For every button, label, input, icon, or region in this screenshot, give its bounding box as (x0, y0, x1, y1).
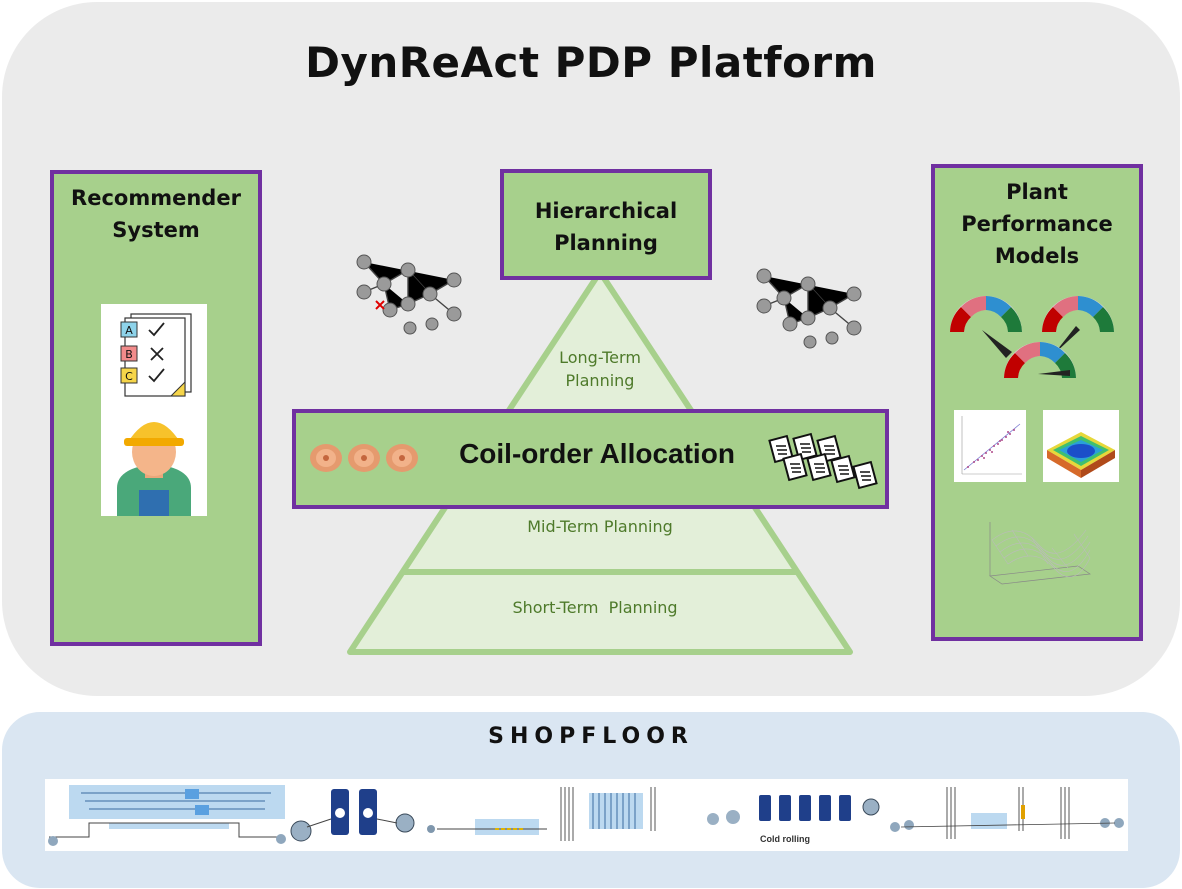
checklist-letter-c: C (125, 370, 133, 383)
checklist-letter-b: B (125, 348, 133, 361)
recommender-title-line1: Recommender (71, 186, 241, 210)
shopfloor-process-lines-strip (45, 779, 1128, 851)
process-line-diagram (759, 795, 880, 821)
3d-surface-wireframe-icon (989, 522, 1091, 585)
orders-icon (768, 432, 878, 490)
process-line-diagram (560, 787, 740, 841)
surface-plot-thumbnail (1043, 410, 1119, 482)
coil-icon (386, 444, 418, 472)
short-term-planning-label: Short-Term Planning (512, 598, 678, 617)
agent-network-left-icon (356, 254, 462, 335)
process-line-diagram (48, 785, 286, 846)
coil-order-allocation-label: Coil-order Allocation (459, 438, 735, 469)
platform-title: DynReAct PDP Platform (305, 38, 877, 87)
performance-title-line1: Plant (1006, 180, 1068, 204)
gauges-illustration (950, 296, 1114, 378)
hierarchical-title-line1: Hierarchical (534, 199, 678, 223)
agent-network-right-icon (756, 268, 862, 349)
gauge-icon (1042, 296, 1114, 354)
checklist-icon: A B C (120, 313, 192, 397)
scatter-plot-thumbnail (954, 410, 1026, 482)
performance-title-line2: Performance (961, 212, 1113, 236)
performance-title-line3: Models (994, 244, 1080, 268)
coil-icon (310, 444, 342, 472)
worker-icon (117, 422, 191, 516)
gauge-icon (1004, 342, 1076, 378)
process-line-diagram (290, 789, 415, 842)
recommender-title-line2: System (112, 218, 200, 242)
long-term-planning-label: Long-Term Planning (559, 348, 641, 390)
mid-term-planning-label: Mid-Term Planning (527, 517, 673, 536)
gauge-icon (950, 296, 1022, 358)
process-line-diagram (890, 787, 1124, 839)
plant-performance-models-box: Plant Performance Models (931, 164, 1143, 641)
cold-rolling-label: Cold rolling (760, 834, 810, 844)
hierarchical-planning-box: Hierarchical Planning (500, 169, 712, 280)
shopfloor-label: SHOPFLOOR (488, 724, 694, 749)
coils-icon (310, 444, 418, 472)
coil-icon (348, 444, 380, 472)
checklist-letter-a: A (125, 324, 133, 337)
recommender-illustration: A B C (101, 304, 207, 516)
process-line-diagram (427, 819, 547, 835)
hierarchical-title-line2: Planning (554, 231, 658, 255)
